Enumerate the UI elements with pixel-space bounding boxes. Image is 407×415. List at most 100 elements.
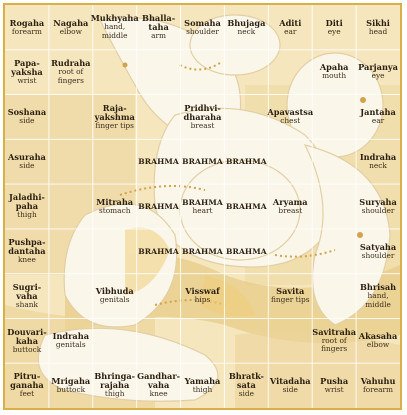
- body-part-label: arm: [151, 32, 166, 41]
- brahma-label: BRAHMA: [226, 202, 267, 211]
- deity-name: Bhratk-sata: [225, 372, 267, 390]
- body-part-label: thigh: [193, 386, 213, 395]
- brahma-label: BRAHMA: [138, 247, 179, 256]
- body-part-label: buttock: [13, 346, 42, 355]
- mandala-cell: Bhratk-sataside: [224, 363, 268, 408]
- body-part-label: thigh: [105, 390, 125, 399]
- body-part-label: ear: [372, 117, 384, 126]
- deity-name: Papa- yaksha: [11, 59, 43, 77]
- deity-name: Pridhvi- dharaha: [184, 104, 222, 122]
- body-part-label: breast: [278, 207, 302, 216]
- deity-name: Sugri-vaha: [6, 283, 48, 301]
- body-part-label: elbow: [367, 341, 389, 350]
- mandala-cell: BRAHMA: [224, 184, 268, 229]
- body-part-label: root of fingers: [321, 337, 347, 354]
- body-part-label: finger tips: [271, 296, 310, 305]
- body-part-label: neck: [369, 162, 387, 171]
- mandala-cell: Rudraharoot of fingers: [49, 50, 93, 95]
- body-part-label: side: [283, 386, 298, 395]
- deity-name: Pitru- ganaha: [10, 372, 44, 390]
- body-part-label: neck: [237, 28, 255, 37]
- body-part-label: hand, middle: [94, 23, 136, 40]
- mandala-cell: Bhrisahhand, middle: [356, 274, 400, 319]
- body-part-label: buttock: [57, 386, 86, 395]
- deity-name: Bhringa- rajaha: [94, 372, 135, 390]
- body-part-label: side: [239, 390, 254, 399]
- body-part-label: shank: [16, 301, 38, 310]
- body-part-label: wrist: [325, 386, 344, 395]
- body-part-label: thigh: [17, 211, 37, 220]
- body-part-label: feet: [20, 390, 34, 399]
- mandala-cell: Bhujaganeck: [224, 5, 268, 50]
- deity-name: Douvari- kaha: [7, 328, 46, 346]
- body-part-label: head: [369, 28, 387, 37]
- body-part-label: side: [19, 162, 34, 171]
- body-part-label: knee: [18, 256, 36, 265]
- body-part-label: genitals: [100, 296, 130, 305]
- mandala-cell: BRAHMA: [137, 184, 181, 229]
- mandala-cell: Parjanyaeye: [356, 50, 400, 95]
- body-part-label: mouth: [322, 72, 346, 81]
- mandala-cell: BRAHMA: [224, 229, 268, 274]
- brahma-label: BRAHMA: [182, 157, 223, 166]
- brahma-label: BRAHMA: [182, 247, 223, 256]
- deity-name: Raja- yakshma: [95, 104, 135, 122]
- mandala-cell: Bhringa- rajahathigh: [93, 363, 137, 408]
- mandala-cell: Sikhihead: [356, 5, 400, 50]
- body-part-label: eye: [328, 28, 341, 37]
- deity-name: Gandhar- vaha: [137, 372, 180, 390]
- body-part-label: chest: [280, 117, 300, 126]
- mandala-cell: BRAHMA: [181, 139, 225, 184]
- mandala-cell: Mitrahastomach: [93, 184, 137, 229]
- deity-name: Jaladhi- paha: [9, 193, 45, 211]
- body-part-label: wrist: [17, 77, 36, 86]
- mandala-cell: BRAHMA: [181, 229, 225, 274]
- deity-name: Bhalla-taha: [138, 14, 180, 32]
- mandala-cell: Yamahathigh: [181, 363, 225, 408]
- mandala-cell: Indrahaneck: [356, 139, 400, 184]
- body-part-label: forearm: [363, 386, 393, 395]
- body-part-label: root of fingers: [58, 68, 84, 85]
- body-part-label: breast: [191, 122, 215, 131]
- body-part-label: hand, middle: [357, 292, 399, 309]
- mandala-cell: Jaladhi- pahathigh: [5, 184, 49, 229]
- body-part-label: knee: [150, 390, 168, 399]
- brahma-label: BRAHMA: [138, 157, 179, 166]
- body-part-label: elbow: [60, 28, 82, 37]
- mandala-cell: BRAHMA: [224, 139, 268, 184]
- brahma-label: BRAHMA: [226, 247, 267, 256]
- body-part-label: forearm: [12, 28, 42, 37]
- body-part-label: side: [19, 117, 34, 126]
- body-part-label: stomach: [99, 207, 131, 216]
